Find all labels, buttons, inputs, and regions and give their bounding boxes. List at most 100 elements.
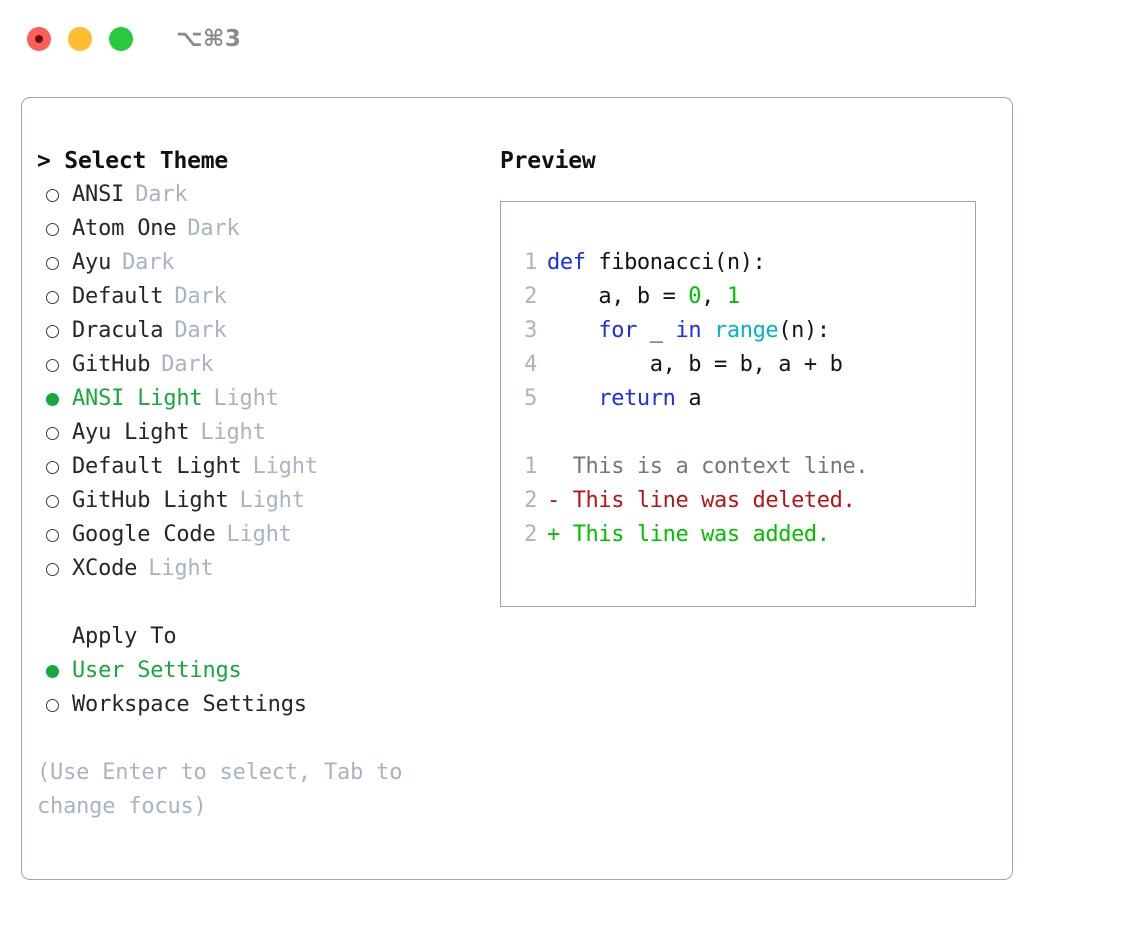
code-line-text: return a <box>547 382 701 416</box>
record-dot-icon <box>35 35 43 43</box>
code-token-num: 1 <box>726 284 740 309</box>
theme-option-variant: Dark <box>187 216 240 241</box>
radio-unselected-icon <box>46 494 59 508</box>
theme-option-default[interactable]: Default Dark <box>37 280 497 314</box>
diff-line-number: 2 <box>524 488 537 513</box>
theme-option-label: Default Light <box>72 454 242 479</box>
section-spacer <box>37 586 497 620</box>
radio-unselected-icon <box>46 698 59 712</box>
code-line-text: def fibonacci(n): <box>547 246 766 280</box>
code-token-plain <box>547 318 598 343</box>
code-line: 5 return a <box>501 382 975 416</box>
radio-selected-icon <box>46 664 59 678</box>
radio-unselected-icon <box>46 562 59 576</box>
apply-to-option-label: User Settings <box>72 658 242 683</box>
traffic-light-group <box>27 27 133 51</box>
code-token-kw: for <box>598 318 637 343</box>
code-line-number: 3 <box>524 318 537 343</box>
close-button[interactable] <box>27 27 51 51</box>
theme-option-label: GitHub <box>72 352 151 377</box>
diff-line-number: 2 <box>524 522 537 547</box>
theme-option-ayu-light[interactable]: Ayu Light Light <box>37 416 497 450</box>
apply-to-option-workspace-settings[interactable]: Workspace Settings <box>37 688 497 722</box>
diff-line: 1 This is a context line. <box>501 450 975 484</box>
theme-option-variant: Dark <box>174 284 227 309</box>
theme-option-label: GitHub Light <box>72 488 229 513</box>
diff-line: 2- This line was deleted. <box>501 484 975 518</box>
code-token-fn: range <box>714 318 779 343</box>
code-token-plain: a <box>675 386 702 411</box>
theme-option-label: Ayu Light <box>72 420 190 445</box>
code-line: 2 a, b = 0, 1 <box>501 280 975 314</box>
diff-marker <box>547 450 560 484</box>
code-line-number: 5 <box>524 386 537 411</box>
title-bar: ⌥⌘3 <box>0 0 1140 78</box>
code-token-plain: _ <box>636 318 676 343</box>
code-token-plain: a, b = <box>547 284 689 309</box>
code-line: 4 a, b = b, a + b <box>501 348 975 382</box>
radio-unselected-icon <box>46 324 59 338</box>
diff-line-number: 1 <box>524 454 537 479</box>
code-line-text: a, b = b, a + b <box>547 348 843 382</box>
theme-option-label: Default <box>72 284 164 309</box>
code-token-kw: def <box>547 250 586 275</box>
theme-option-variant: Dark <box>161 352 214 377</box>
theme-option-dracula[interactable]: Dracula Dark <box>37 314 497 348</box>
theme-option-google-code[interactable]: Google Code Light <box>37 518 497 552</box>
theme-option-variant: Light <box>252 454 318 479</box>
code-token-num: 0 <box>688 284 702 309</box>
theme-option-label: Google Code <box>72 522 216 547</box>
apply-to-option-label: Workspace Settings <box>72 692 307 717</box>
diff-sample: 1 This is a context line.2- This line wa… <box>501 450 975 552</box>
theme-option-ansi-light[interactable]: ANSI Light Light <box>37 382 497 416</box>
maximize-button[interactable] <box>109 27 133 51</box>
theme-option-variant: Light <box>239 488 305 513</box>
theme-option-variant: Light <box>226 522 292 547</box>
radio-unselected-icon <box>46 188 59 202</box>
minimize-button[interactable] <box>68 27 92 51</box>
theme-option-atom-one[interactable]: Atom One Dark <box>37 212 497 246</box>
code-line-text: for _ in range(n): <box>547 314 830 348</box>
theme-option-variant: Light <box>213 386 279 411</box>
theme-option-variant: Dark <box>174 318 227 343</box>
code-line-number: 2 <box>524 284 537 309</box>
apply-to-option-user-settings[interactable]: User Settings <box>37 654 497 688</box>
code-token-plain: fibonacci(n): <box>585 250 766 275</box>
diff-line-text: This line was deleted. <box>559 488 856 513</box>
radio-selected-icon <box>46 392 59 406</box>
theme-option-label: ANSI <box>72 182 125 207</box>
theme-option-github[interactable]: GitHub Dark <box>37 348 497 382</box>
theme-option-github-light[interactable]: GitHub Light Light <box>37 484 497 518</box>
code-token-kw: return <box>598 386 676 411</box>
code-token-plain: a, b = b, a + b <box>547 352 843 377</box>
theme-option-variant: Light <box>148 556 214 581</box>
theme-option-default-light[interactable]: Default Light Light <box>37 450 497 484</box>
radio-unselected-icon <box>46 460 59 474</box>
preview-title: Preview <box>500 148 596 174</box>
code-line-number: 1 <box>524 250 537 275</box>
theme-option-label: Dracula <box>72 318 164 343</box>
diff-line: 2+ This line was added. <box>501 518 975 552</box>
theme-option-xcode[interactable]: XCode Light <box>37 552 497 586</box>
code-line: 3 for _ in range(n): <box>501 314 975 348</box>
diff-spacer <box>501 416 975 450</box>
theme-option-variant: Light <box>200 420 266 445</box>
code-token-plain <box>701 318 714 343</box>
theme-option-label: XCode <box>72 556 138 581</box>
code-line: 1 def fibonacci(n): <box>501 246 975 280</box>
radio-unselected-icon <box>46 528 59 542</box>
code-token-plain <box>547 386 598 411</box>
radio-unselected-icon <box>46 290 59 304</box>
diff-line-text: This is a context line. <box>559 454 869 479</box>
theme-option-label: ANSI Light <box>72 386 203 411</box>
code-token-kw: in <box>675 318 702 343</box>
theme-option-label: Atom One <box>72 216 177 241</box>
